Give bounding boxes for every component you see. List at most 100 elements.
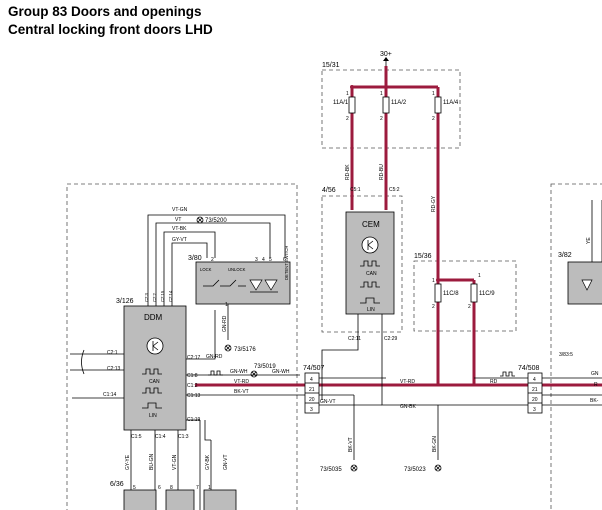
right-door-outline <box>550 183 602 510</box>
connector-pin: 20 <box>309 397 315 403</box>
lock-motor-3-80: 3/80 2 3 4 5 6 1 LOCK UNLOCK DETENT SWIT… <box>188 246 291 353</box>
cem-pin: C2:11 <box>348 336 361 342</box>
wire-label: GN-WH <box>230 369 248 375</box>
cem-module: 4/56 C5:1 C5:2 CEM CAN LIN C2:11 C2:29 <box>321 187 528 406</box>
svg-text:73/5200: 73/5200 <box>205 218 227 224</box>
wire-label: BK-GN <box>432 436 438 452</box>
diode-icon <box>249 279 263 291</box>
fuse-box-ref: 15/31 <box>322 62 340 69</box>
pulse-icon <box>360 297 380 304</box>
fuse-box-15-36-outline <box>413 260 517 332</box>
junction-dots <box>350 85 440 282</box>
fuse-11c-9 <box>470 283 478 303</box>
fuse-11a-2 <box>382 96 390 114</box>
wire-label: GN-RD <box>206 354 223 360</box>
wire-label-rd-bu: RD-BU <box>379 164 385 180</box>
unlock-label: UNLOCK <box>228 267 246 272</box>
wire-label: GN-VT <box>320 399 336 405</box>
ddm-pin: C2:3 <box>144 292 149 302</box>
diode-icon <box>264 279 278 291</box>
fuse-pin: 1 <box>432 278 435 284</box>
transistor-icon <box>146 337 164 355</box>
wire-label: YE <box>586 237 592 244</box>
lock-pin: 1 <box>225 302 228 308</box>
lock-pin: 3 <box>255 257 258 263</box>
connector-ref: 74/507 <box>303 365 325 372</box>
wire-label: GY-VT <box>172 237 187 243</box>
fuse-box-15-31: 15/31 11A/1 11A/2 11A/4 1 2 1 2 1 2 <box>322 62 459 122</box>
ddm-right-wires: GN-RD GN-WH GN-WH 73/5019 VT-RD BK-VT <box>186 310 305 510</box>
connector-pin: 4 <box>533 377 536 383</box>
lock-label: LOCK <box>200 267 212 272</box>
ddm-pin: C1:4 <box>155 434 166 440</box>
fuse-pin: 1 <box>380 91 383 97</box>
ground-73-5035: 73/5035 <box>320 464 358 473</box>
cem-outline <box>321 195 403 333</box>
wire-label: VT-BK <box>172 226 187 232</box>
fuse-label: 11A/1 <box>333 100 349 106</box>
fuse-label: 11C/8 <box>443 291 459 297</box>
ddm-top-wires: VT-GN VT VT-BK GY-VT 73/5200 <box>147 207 286 306</box>
wire-label: BK- <box>590 398 599 404</box>
connector-74-508: 74/508 4 21 20 3 RD GN R BK- 3/83:5 <box>474 352 602 414</box>
ddm-pin: C2:1 <box>107 350 118 356</box>
ddm-pin: C2:13 <box>107 366 121 372</box>
fuse-label: 11A/2 <box>391 100 407 106</box>
bottom-pin: 6 <box>158 485 161 491</box>
page-title: Group 83 Doors and openings <box>8 4 202 19</box>
page-subtitle: Central locking front doors LHD <box>8 22 213 37</box>
connector-pin: 21 <box>532 387 538 393</box>
ddm-door-outline <box>66 183 298 510</box>
fuse-label: 11C/9 <box>479 291 495 297</box>
cem-pin: C2:29 <box>384 336 398 342</box>
wire-label: GN-BK <box>400 404 417 410</box>
lock-motor-ref: 3/80 <box>188 255 202 262</box>
connector-pin: 3 <box>310 407 313 413</box>
ddm-pin: C1:8 <box>187 373 198 379</box>
ddm-module: 3/126 DDM CAN LIN C2:3 C2:2 C2:15 C2:14 … <box>103 290 201 440</box>
lower-grounds: BK-VT 73/5035 BK-GN 73/5023 <box>320 405 442 473</box>
connector-pin: 3 <box>533 407 536 413</box>
component-6-36: 6/36 GY-YE BU-GN VT-GN GY-BK GN-VT 5 6 8… <box>110 420 237 510</box>
fuse-pin: 2 <box>346 116 349 122</box>
lock-pin: 4 <box>262 257 265 263</box>
wire-label: GN-WH <box>272 369 290 375</box>
fuse-pin: 2 <box>380 116 383 122</box>
fuse-11c-8 <box>434 283 442 303</box>
lock-motor-ref: 3/82 <box>558 252 572 259</box>
ddm-lin: LIN <box>149 413 157 419</box>
cem-name: CEM <box>362 220 380 229</box>
bottom-pin: 1 <box>208 485 211 491</box>
ddm-pin: C1:5 <box>131 434 142 440</box>
fuse-box-15-31-outline <box>321 69 461 149</box>
ddm-pin: C2:17 <box>187 355 201 361</box>
ground-73-5019: 73/5019 <box>250 364 276 378</box>
component-ref: 6/36 <box>110 481 124 488</box>
fuse-pin: 2 <box>432 304 435 310</box>
cem-lin: LIN <box>367 307 375 313</box>
wire-label: R <box>594 382 598 388</box>
connector-pin: 20 <box>532 397 538 403</box>
cem-can: CAN <box>366 271 377 277</box>
ddm-pin: C1:14 <box>103 392 117 398</box>
lock-pin: 6 <box>283 257 286 263</box>
wire-label: BK-VT <box>234 389 249 395</box>
pulse-icon <box>142 368 162 375</box>
wire-label: GY-YE <box>125 454 131 470</box>
lock-motor-3-82: 3/82 YE <box>558 200 602 305</box>
fuse-11a-4 <box>434 96 442 114</box>
pulse-icon <box>500 371 515 377</box>
fuse-label: 11A/4 <box>443 100 459 106</box>
fuse-box-15-36: 15/36 11C/8 11C/9 1 2 1 2 <box>414 253 495 310</box>
pulse-icon <box>360 281 380 288</box>
fuse-11a-1 <box>348 96 356 114</box>
lock-switch-icon <box>203 279 246 287</box>
wire-label: VT-GN <box>172 454 178 470</box>
lock-pin: 5 <box>269 257 272 263</box>
connector-pin: 21 <box>309 387 315 393</box>
pulse-icon <box>360 260 380 267</box>
bottom-pin: 7 <box>196 485 199 491</box>
wire-label: GN-RD <box>222 315 228 332</box>
ddm-body <box>123 305 187 431</box>
svg-text:73/5023: 73/5023 <box>404 467 426 473</box>
